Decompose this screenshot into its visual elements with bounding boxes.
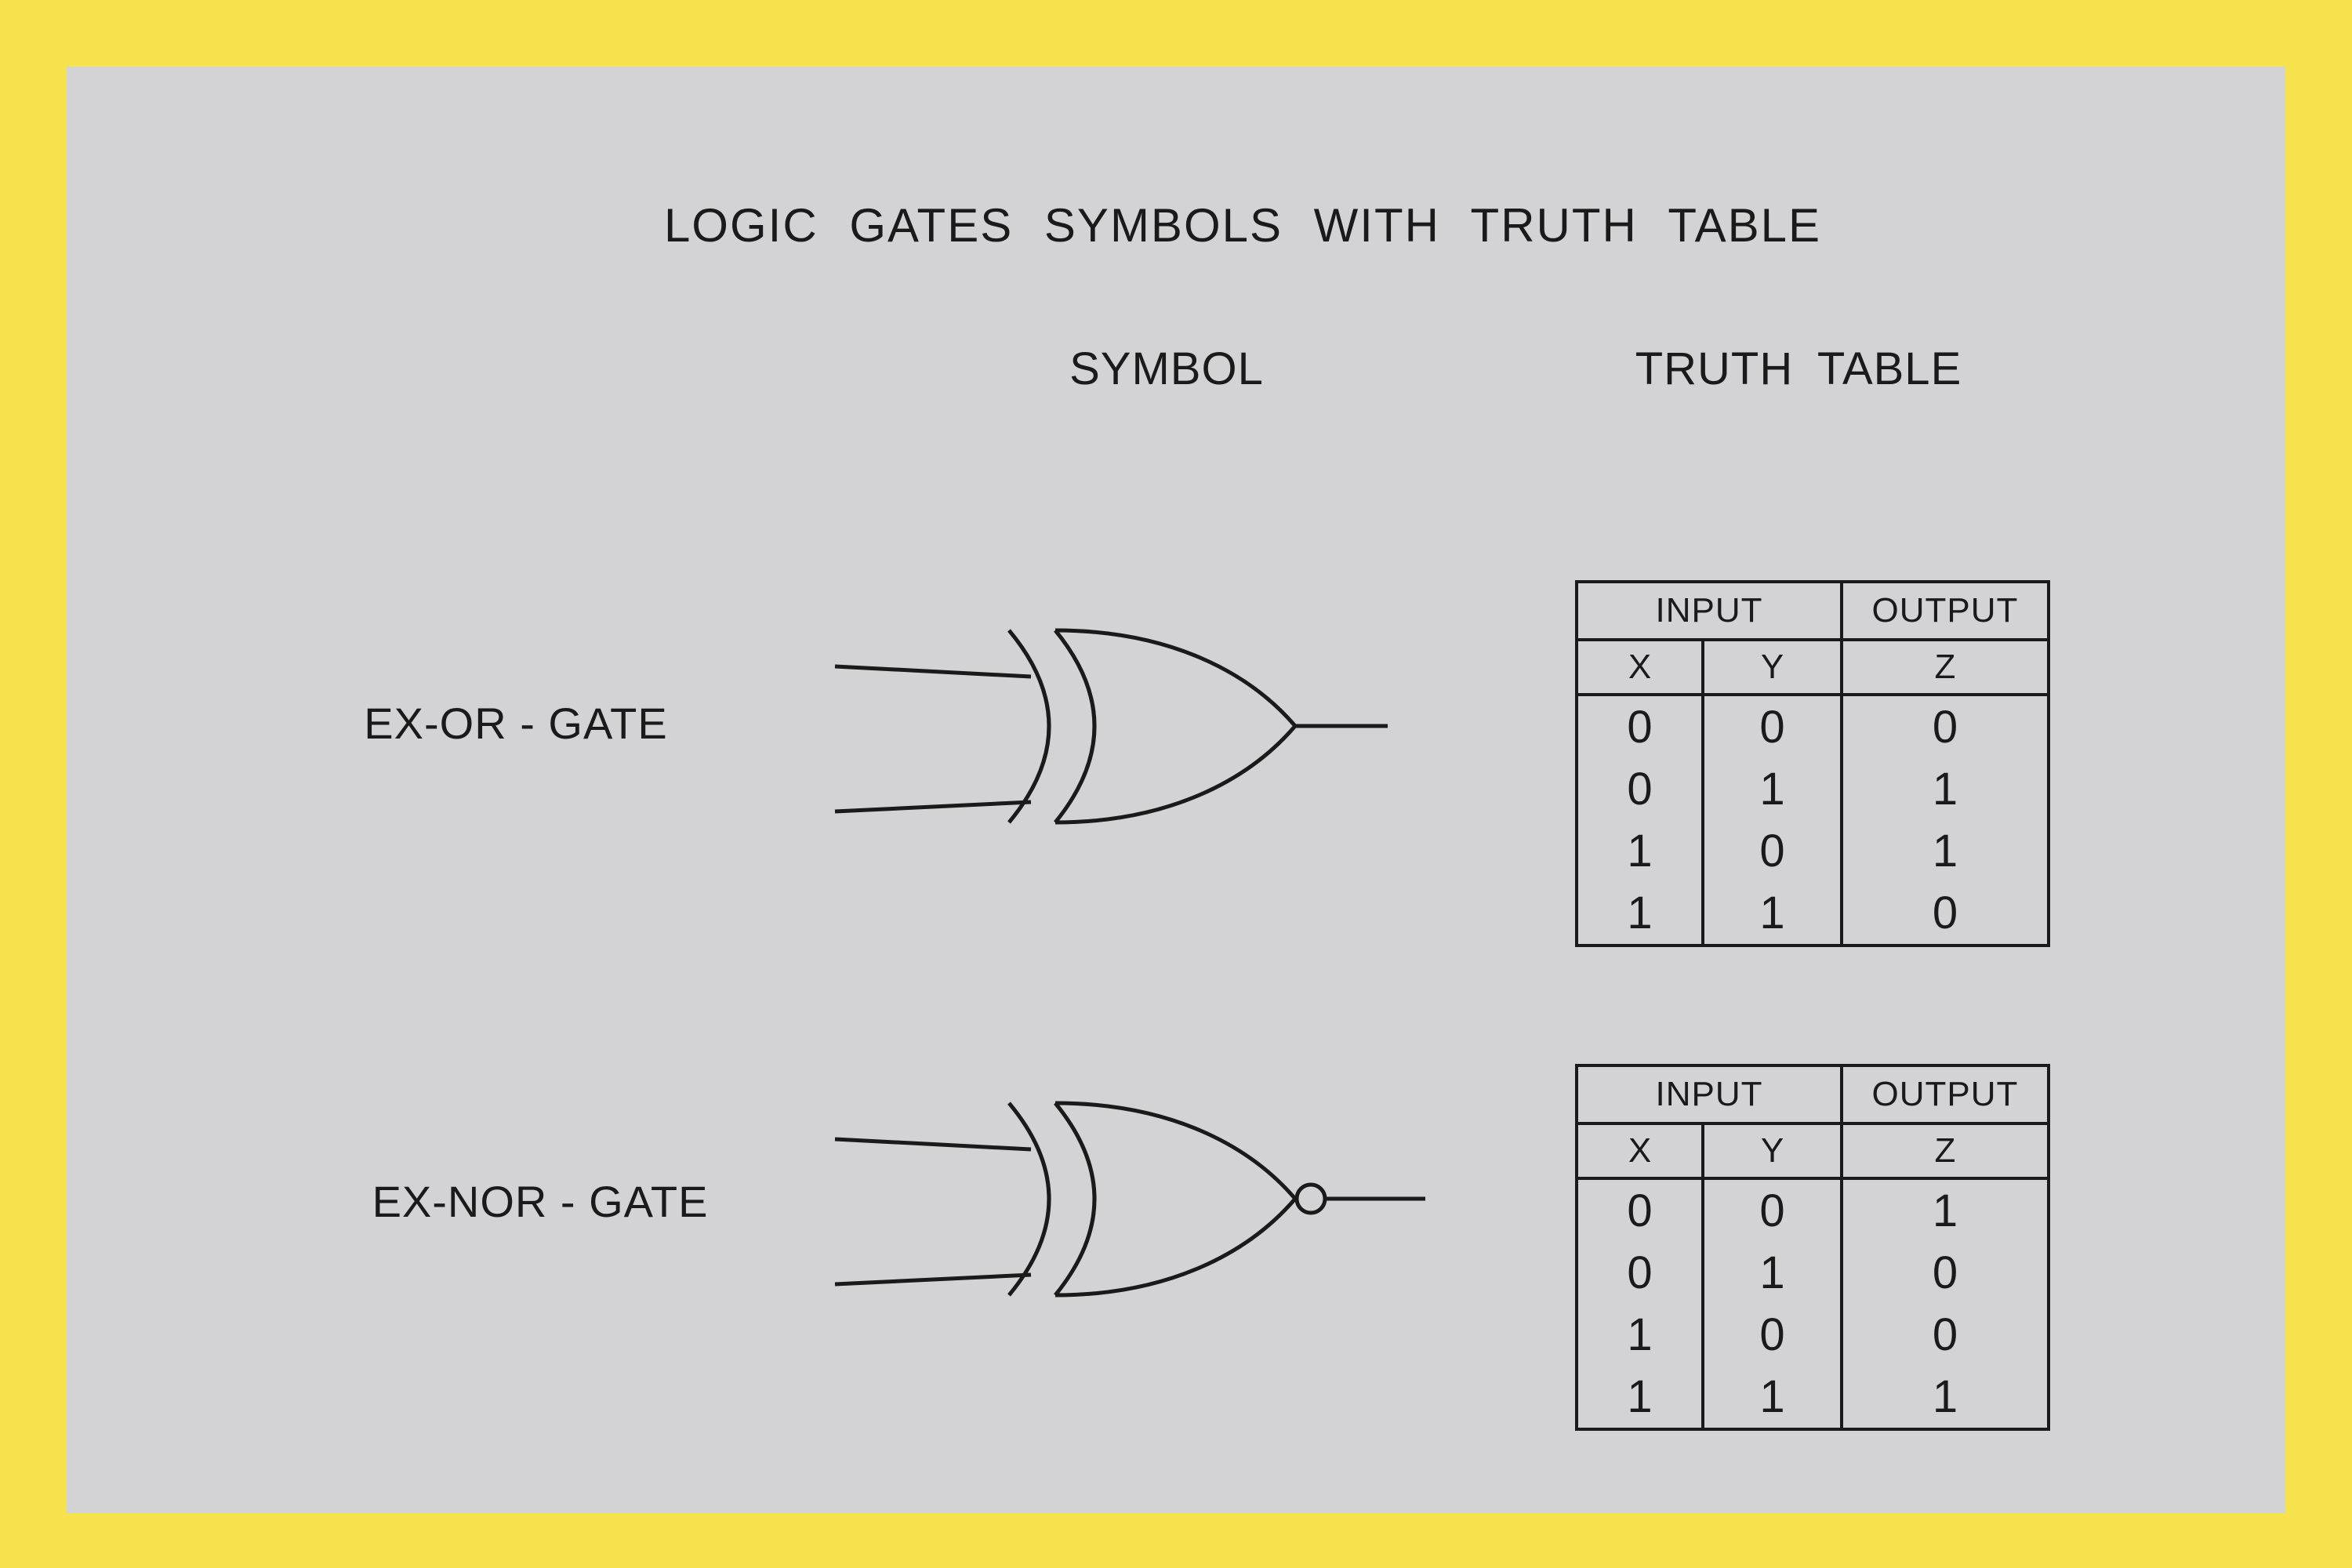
col-header-y: Y [1703, 1123, 1843, 1180]
output-header: OUTPUT [1842, 1065, 2049, 1125]
truth-cell: 0 [1932, 1247, 1958, 1298]
truth-cell: 0 [1932, 1309, 1958, 1360]
xnor-input-line-top [834, 1137, 1032, 1152]
xnor-body-back-arc [1054, 1102, 1097, 1297]
xnor-gate-symbol [834, 1101, 1425, 1298]
truth-cell: 1 [1577, 1366, 1704, 1429]
truth-cell: 0 [1932, 887, 1958, 938]
xor-gate-symbol [834, 628, 1388, 825]
truth-cell: 0 [1577, 1178, 1704, 1242]
truth-cell: 1 [1932, 1371, 1958, 1422]
content-panel: LOGIC GATES SYMBOLS WITH TRUTH TABLE SYM… [67, 67, 2285, 1513]
truth-table-ex-nor: INPUT OUTPUT X Y Z 0 0 1 0 1 0 1 0 0 [1575, 1064, 2050, 1431]
truth-cell: 1 [1577, 1304, 1704, 1366]
truth-cell: 1 [1703, 1242, 1843, 1304]
column-header-truth-table: TRUTH TABLE [1635, 343, 1962, 394]
truth-cell: 1 [1703, 758, 1843, 820]
truth-cell: 1 [1703, 1366, 1843, 1429]
xnor-body-outline [1054, 1101, 1298, 1298]
truth-cell: 0 [1577, 758, 1704, 820]
output-header: OUTPUT [1842, 582, 2049, 641]
truth-cell: 0 [1703, 1304, 1843, 1366]
gate-label-ex-nor: EX-NOR - GATE [372, 1177, 709, 1226]
truth-cell: 0 [1932, 702, 1958, 753]
truth-cell: 1 [1577, 882, 1704, 946]
xor-body-back-arc [1054, 629, 1097, 824]
truth-cell: 0 [1577, 1242, 1704, 1304]
xor-input-line-bottom [834, 800, 1032, 814]
truth-cell: 1 [1932, 1185, 1958, 1236]
col-header-x: X [1577, 640, 1704, 696]
page-title: LOGIC GATES SYMBOLS WITH TRUTH TABLE [663, 199, 1822, 252]
col-header-z: Z [1842, 1123, 2049, 1180]
truth-cell: 1 [1932, 764, 1958, 815]
truth-cell: 0 [1703, 695, 1843, 758]
truth-table-ex-or: INPUT OUTPUT X Y Z 0 0 0 0 1 1 1 0 1 [1575, 580, 2050, 947]
column-header-symbol: SYMBOL [1069, 343, 1264, 394]
truth-cell: 1 [1703, 882, 1843, 946]
xnor-input-line-bottom [834, 1272, 1032, 1287]
inversion-bubble [1294, 1182, 1327, 1215]
xnor-extra-back-arc [1007, 1102, 1051, 1297]
col-header-x: X [1577, 1123, 1704, 1180]
xor-extra-back-arc [1007, 629, 1051, 824]
col-header-z: Z [1842, 640, 2049, 696]
col-header-y: Y [1703, 640, 1843, 696]
truth-cell: 0 [1577, 695, 1704, 758]
input-header: INPUT [1577, 1065, 1843, 1125]
gate-label-ex-or: EX-OR - GATE [364, 699, 668, 748]
truth-cell: 0 [1703, 820, 1843, 882]
xor-input-line-top [834, 664, 1032, 679]
input-header: INPUT [1577, 582, 1843, 641]
truth-cell: 1 [1577, 820, 1704, 882]
truth-cell: 1 [1932, 826, 1958, 877]
truth-cell: 0 [1703, 1178, 1843, 1242]
xor-body-outline [1054, 628, 1298, 825]
